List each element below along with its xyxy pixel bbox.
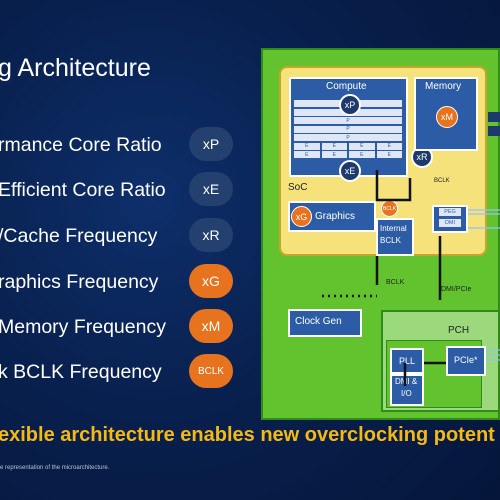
internal-bclk-label-2: BCLK — [380, 236, 401, 245]
e-core-row: E E E E — [294, 151, 402, 158]
feature-row-efficient-core-ratio: Efficient Core Ratio xE — [0, 172, 240, 208]
clock-gen-block — [288, 309, 362, 337]
dmi-cell: DMI — [439, 219, 461, 227]
e-core: E — [321, 151, 347, 158]
dmi-io-label-1: DMI & — [395, 377, 418, 386]
bclk-diagram-badge: BCLK — [381, 200, 398, 217]
dmi-io-block — [390, 374, 424, 406]
footnote: e representation of the microarchitectur… — [0, 465, 110, 471]
p-core-row: P — [294, 117, 402, 124]
compute-label: Compute — [326, 81, 367, 92]
pch-label: PCH — [448, 325, 470, 336]
footer-headline: exible architecture enables new overcloc… — [0, 424, 495, 446]
internal-bclk-block — [376, 218, 414, 256]
internal-bclk-label-1: Internal — [380, 224, 407, 233]
xp-badge: xP — [189, 127, 233, 161]
pll-label: PLL — [399, 356, 416, 366]
xm-diagram-badge: xM — [436, 106, 458, 128]
clock-gen-label: Clock Gen — [295, 316, 342, 327]
p-core-row: P — [294, 125, 402, 133]
e-core: E — [294, 151, 320, 158]
xg-badge: xG — [189, 264, 233, 298]
pcie-block — [446, 346, 486, 376]
feature-label: Memory Frequency — [0, 316, 166, 338]
pcie-label: PCIe* — [454, 355, 478, 365]
dmi-pcie-label: DMI/PCIe — [441, 286, 472, 293]
e-core: E — [376, 142, 402, 150]
xm-badge: xM — [189, 309, 233, 343]
feature-row-memory-frequency: Memory Frequency xM — [0, 309, 240, 345]
soc-label: SoC — [288, 182, 308, 193]
e-core: E — [349, 151, 375, 158]
feature-label: k BCLK Frequency — [0, 361, 162, 383]
peg-cell: PEG — [439, 208, 461, 216]
feature-row-cache-frequency: /Cache Frequency xR — [0, 218, 240, 254]
dmi-io-label-2: I/O — [401, 389, 412, 398]
feature-label: /Cache Frequency — [0, 225, 158, 247]
xp-diagram-badge: xP — [339, 94, 361, 116]
bclk-line-label: BCLK — [434, 178, 450, 184]
e-core: E — [376, 151, 402, 158]
page-title: g Architecture — [0, 54, 151, 82]
memory-label: Memory — [425, 81, 462, 92]
bclk-line-label: BCLK — [386, 279, 405, 286]
feature-label: rmance Core Ratio — [0, 134, 162, 156]
xe-badge: xE — [189, 172, 233, 206]
e-core: E — [349, 142, 375, 150]
pll-block — [390, 348, 424, 374]
e-core: E — [294, 142, 320, 150]
xe-diagram-badge: xE — [339, 160, 361, 182]
feature-row-bclk-frequency: k BCLK Frequency BCLK — [0, 354, 240, 390]
feature-label: Efficient Core Ratio — [0, 179, 166, 201]
e-core-row: E E E E — [294, 142, 402, 150]
xr-badge: xR — [189, 218, 233, 252]
e-core: E — [321, 142, 347, 150]
feature-row-graphics-frequency: raphics Frequency xG — [0, 264, 240, 300]
xg-diagram-badge: xG — [291, 206, 312, 227]
feature-label: raphics Frequency — [0, 271, 159, 293]
graphics-label: Graphics — [315, 211, 356, 222]
feature-row-performance-core-ratio: rmance Core Ratio xP — [0, 127, 240, 163]
bclk-badge: BCLK — [189, 354, 233, 388]
p-core-row: P — [294, 134, 402, 141]
